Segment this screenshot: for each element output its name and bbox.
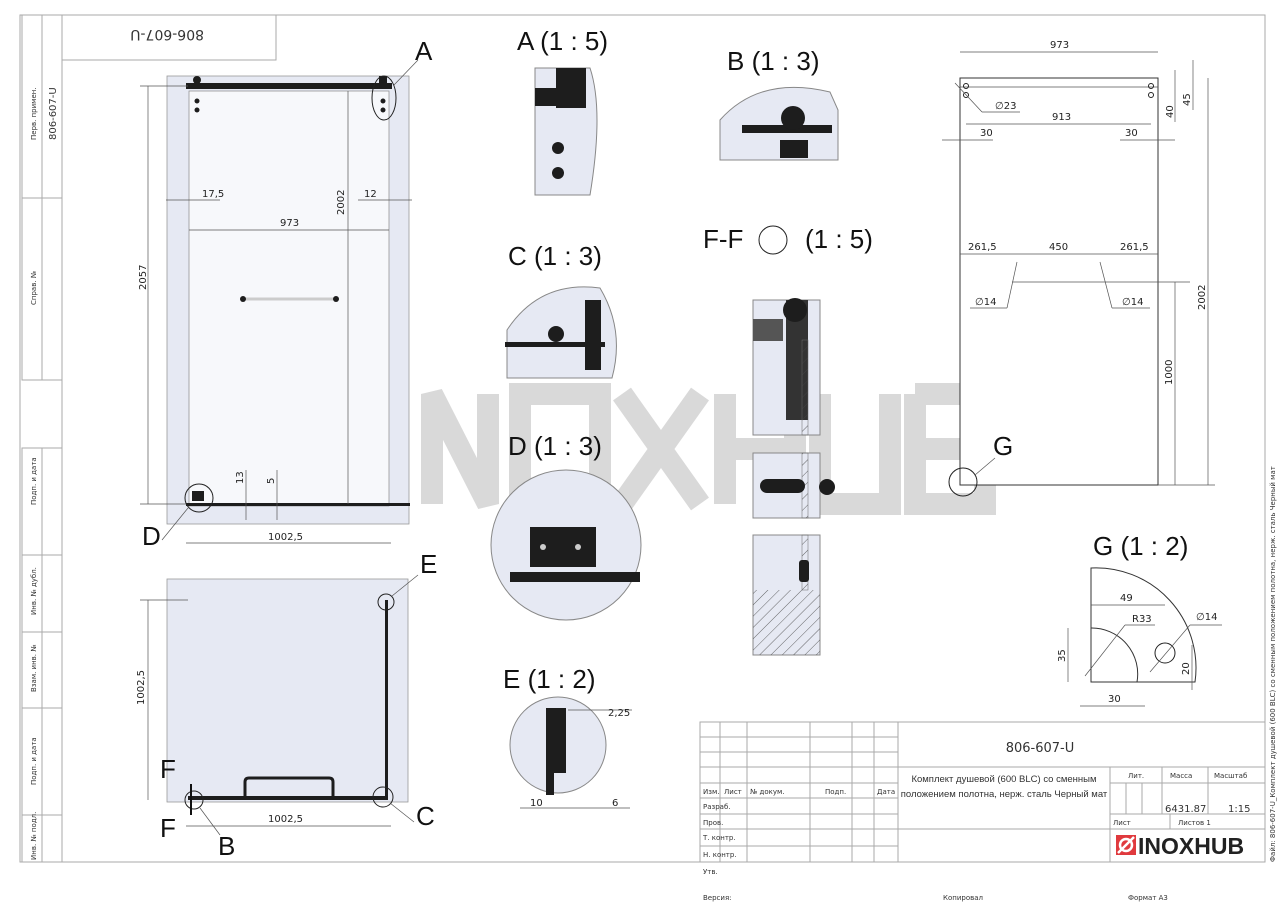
inoxhub-logo: INOXHUB (1116, 833, 1244, 859)
rotated-stamp-number: 806-607-U (130, 26, 204, 42)
dim-g-49: 49 (1120, 593, 1133, 604)
tb-header-date: Дата (877, 788, 895, 796)
detail-c-title: C (1 : 3) (508, 241, 602, 271)
detail-d-title: D (1 : 3) (508, 431, 602, 461)
tb-row-checked: Пров. (703, 819, 723, 827)
dim-e-225: 2,25 (608, 708, 630, 719)
dim-v45: 45 (1182, 93, 1193, 106)
callout-c: C (416, 801, 435, 831)
callout-f-top: F (160, 754, 176, 784)
footer-copied: Копировал (943, 894, 983, 902)
dim-bottom-width: 1002,5 (268, 532, 303, 543)
footer-format: Формат А3 (1128, 894, 1168, 902)
dim-e-6: 6 (612, 798, 618, 809)
dim-left-gap: 17,5 (202, 189, 224, 200)
dim-hole-dia: ∅23 (995, 101, 1016, 112)
dim-width: 973 (280, 218, 299, 229)
callout-e: E (420, 549, 437, 579)
dim-edge-left: 30 (980, 128, 993, 139)
detail-g-title: G (1 : 2) (1093, 531, 1188, 561)
dim-knob-left: ∅14 (975, 297, 996, 308)
tb-sheets-label: Листов 1 (1178, 819, 1211, 827)
top-view: E C B F F 1002,5 1002,5 (136, 549, 437, 861)
dim-height-glass: 2002 (336, 190, 347, 215)
dim-knob-right: ∅14 (1122, 297, 1143, 308)
detail-a-title: A (1 : 5) (517, 26, 608, 56)
callout-g: G (993, 431, 1013, 461)
dim-bottom-5: 5 (266, 478, 277, 484)
dim-edge-right: 30 (1125, 128, 1138, 139)
side-field-orig-inv: Инв. № подл. (30, 812, 38, 860)
side-field-sign-date-2: Подп. и дата (30, 737, 38, 785)
dim-hole-span: 913 (1052, 112, 1071, 123)
tb-mass-value: 6431.87 (1165, 804, 1206, 815)
tb-header-sign: Подп. (825, 788, 846, 796)
dim-e-10: 10 (530, 798, 543, 809)
detail-g: G (1 : 2) 49 R33 ∅14 35 20 30 (1057, 531, 1222, 707)
tb-doc-number: 806-607-U (1006, 741, 1075, 756)
callout-a: A (415, 36, 433, 66)
dim-top-width: 1002,5 (268, 814, 303, 825)
title-block: Изм. Лист № докум. Подп. Дата Разраб. Пр… (699, 721, 1266, 876)
glass-view: 973 ∅23 913 30 30 40 45 261,5 450 261,5 … (942, 40, 1215, 497)
side-field-sign-date: Подп. и дата (30, 457, 38, 505)
tb-row-approved: Утв. (703, 868, 718, 876)
footer-version: Версия: (703, 894, 732, 902)
dim-bottom-13: 13 (235, 471, 246, 484)
dim-g-r33: R33 (1132, 614, 1152, 625)
side-field-first-use-value: 806-607-U (48, 87, 59, 140)
logo-text: INOXHUB (1138, 833, 1244, 859)
tb-header-change: Изм. (703, 788, 719, 796)
detail-b-title: B (1 : 3) (727, 46, 819, 76)
dim-right-gap: 12 (364, 189, 377, 200)
tb-title-line1: Комплект душевой (600 BLC) со сменным (911, 774, 1096, 785)
dim-glass-width: 973 (1050, 40, 1069, 51)
tb-sheet-label: Лист (1113, 819, 1131, 827)
side-field-first-use: Перв. примен. (30, 87, 38, 140)
side-field-ref-no: Справ. № (30, 271, 38, 305)
dim-g-20: 20 (1181, 662, 1192, 675)
tb-lit-label: Лит. (1128, 772, 1144, 780)
tb-mass-label: Масса (1170, 772, 1192, 780)
file-note: Файл: 806-607-U_Комплект душевой (600 BL… (1269, 466, 1277, 862)
section-ff-title: F-F (703, 224, 743, 254)
detail-b: B (1 : 3) (719, 46, 839, 161)
detail-d: D (1 : 3) (490, 431, 642, 621)
callout-b: B (218, 831, 235, 861)
section-view-icon (758, 225, 788, 255)
dim-v40: 40 (1165, 105, 1176, 118)
side-field-repl-inv: Взам. инв. № (30, 644, 38, 692)
detail-e: E (1 : 2) 2,25 10 6 (503, 664, 632, 809)
side-field-dup-inv: Инв. № дубл. (30, 567, 38, 615)
detail-c: C (1 : 3) (505, 241, 617, 379)
dim-glass-height: 2002 (1197, 285, 1208, 310)
front-view: A D 2057 2002 17,5 12 973 13 5 1002,5 (138, 36, 433, 551)
dim-s1: 261,5 (968, 242, 997, 253)
sheet-frame (19, 14, 1266, 863)
tb-title-line2: положением полотна, нерж. сталь Черный м… (901, 789, 1108, 800)
watermark-lettering (384, 383, 996, 515)
tb-row-tech-control: Т. контр. (702, 834, 736, 842)
tb-scale-value: 1:15 (1228, 804, 1250, 815)
dim-g-30: 30 (1108, 694, 1121, 705)
dim-g-35: 35 (1057, 649, 1068, 662)
callout-d: D (142, 521, 161, 551)
dim-knob-height: 1000 (1164, 360, 1175, 385)
tb-row-developed: Разраб. (703, 803, 731, 811)
tb-header-docno: № докум. (750, 788, 785, 796)
tb-row-norm-control: Н. контр. (703, 851, 737, 859)
dim-height-total: 2057 (138, 265, 149, 290)
tb-header-sheet: Лист (724, 788, 742, 796)
side-strip: Перв. примен. 806-607-U Справ. № Подп. и… (21, 14, 63, 863)
tb-scale-label: Масштаб (1214, 772, 1247, 780)
dim-s3: 261,5 (1120, 242, 1149, 253)
section-ff: F-F (1 : 5) (703, 224, 873, 656)
detail-a: A (1 : 5) (517, 26, 608, 196)
detail-e-title: E (1 : 2) (503, 664, 595, 694)
dim-g-dia14: ∅14 (1196, 612, 1217, 623)
dim-depth: 1002,5 (136, 670, 147, 705)
callout-f-bottom: F (160, 813, 176, 843)
section-ff-scale: (1 : 5) (805, 224, 873, 254)
dim-s2: 450 (1049, 242, 1068, 253)
